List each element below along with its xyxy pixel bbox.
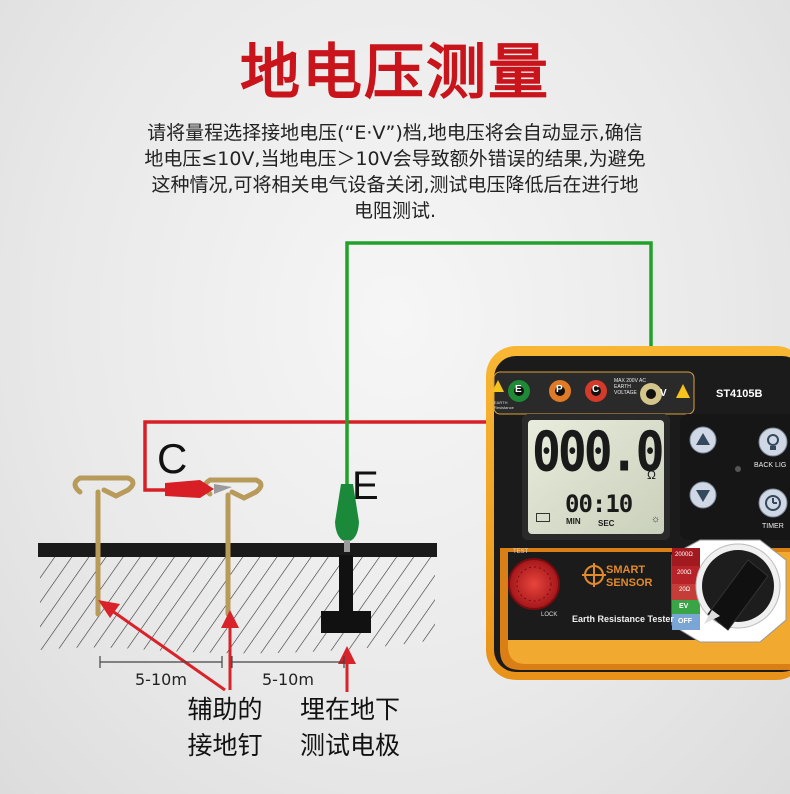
range-200[interactable]: 200Ω	[677, 570, 692, 576]
distance-markers	[99, 656, 345, 668]
lcd-main-reading: 000.0	[532, 420, 664, 485]
label-c: C	[157, 435, 188, 482]
timer-button[interactable]	[758, 488, 788, 518]
warning-icon	[676, 384, 690, 398]
caption-line: 测试电极	[299, 731, 400, 760]
brand-line2: SENSOR	[606, 577, 653, 589]
terminal-v-label: MAX 200V AC EARTH VOLTAGE	[614, 378, 646, 396]
terminal-e-letter: E	[515, 384, 522, 395]
description-line: 这种情况,可将相关电气设备关闭,测试电压降低后在进行地	[151, 174, 639, 196]
brand-logo	[582, 563, 606, 587]
description: 请将量程选择接地电压(“E·V”)档,地电压将会自动显示,确信 地电压≤10V,…	[95, 120, 695, 224]
backlight-button[interactable]	[758, 427, 788, 457]
battery-icon	[536, 513, 550, 522]
range-off[interactable]: OFF	[678, 618, 692, 625]
brand-line1: SMART	[606, 564, 646, 576]
caption-buried-electrode: 埋在地下 测试电极	[290, 692, 410, 764]
range-dial[interactable]	[671, 539, 787, 643]
model-name: ST4105B	[716, 388, 763, 400]
distance-label: 5-10m	[135, 670, 187, 689]
label-e: E	[352, 464, 379, 508]
arrow-left-stake	[98, 600, 226, 692]
arrow-electrode	[338, 646, 356, 692]
terminal-c[interactable]	[585, 380, 607, 402]
indicator-led	[735, 466, 741, 472]
green-alligator-clip	[335, 484, 359, 552]
warning-icon	[492, 380, 504, 392]
lcd-timer: 00:10	[565, 490, 633, 518]
description-line: 地电压≤10V,当地电压＞10V会导致额外错误的结果,为避免	[144, 148, 646, 170]
green-wire-e	[345, 241, 653, 484]
caption-line: 埋在地下	[299, 695, 400, 724]
caption-line: 接地钉	[187, 731, 263, 760]
lock-label: LOCK	[541, 612, 558, 618]
description-line: 请将量程选择接地电压(“E·V”)档,地电压将会自动显示,确信	[147, 122, 643, 144]
terminal-e-label: EARTH Resistance	[494, 400, 514, 410]
terminal-v-letter: V	[660, 388, 667, 399]
terminal-p-letter: P	[556, 384, 563, 395]
auxiliary-stake-left	[72, 475, 136, 617]
terminal-p[interactable]	[549, 380, 571, 402]
arrow-middle-stake	[221, 610, 239, 690]
caption-line: 辅助的	[187, 695, 263, 724]
buried-electrode	[321, 555, 371, 633]
backlight-label: BACK LIG	[754, 462, 787, 469]
caption-auxiliary-stake: 辅助的 接地钉	[170, 692, 280, 764]
distance-label: 5-10m	[262, 670, 314, 689]
terminal-e[interactable]	[508, 380, 530, 402]
lcd-unit: Ω	[647, 468, 656, 482]
range-ev[interactable]: EV	[679, 603, 689, 610]
lcd-min-label: MIN	[566, 517, 581, 526]
product-name: Earth Resistance Tester	[572, 614, 674, 624]
lcd-sec-label: SEC	[598, 519, 615, 528]
test-knob[interactable]	[508, 558, 560, 610]
terminal-v[interactable]	[640, 383, 662, 405]
description-line: 电阻测试.	[353, 200, 437, 222]
down-button[interactable]	[689, 481, 717, 509]
lcd-display	[528, 420, 664, 534]
up-button[interactable]	[689, 426, 717, 454]
range-20[interactable]: 20Ω	[679, 587, 691, 593]
timer-label: TIMER	[762, 523, 784, 530]
test-label: TEST	[513, 549, 529, 555]
earth-resistance-tester	[486, 346, 790, 680]
page-title: 地电压测量	[240, 38, 550, 108]
bulb-icon: ☼	[651, 514, 661, 525]
terminal-c-letter: C	[592, 384, 600, 395]
red-alligator-clip	[165, 480, 232, 498]
range-2000[interactable]: 2000Ω	[675, 552, 693, 558]
